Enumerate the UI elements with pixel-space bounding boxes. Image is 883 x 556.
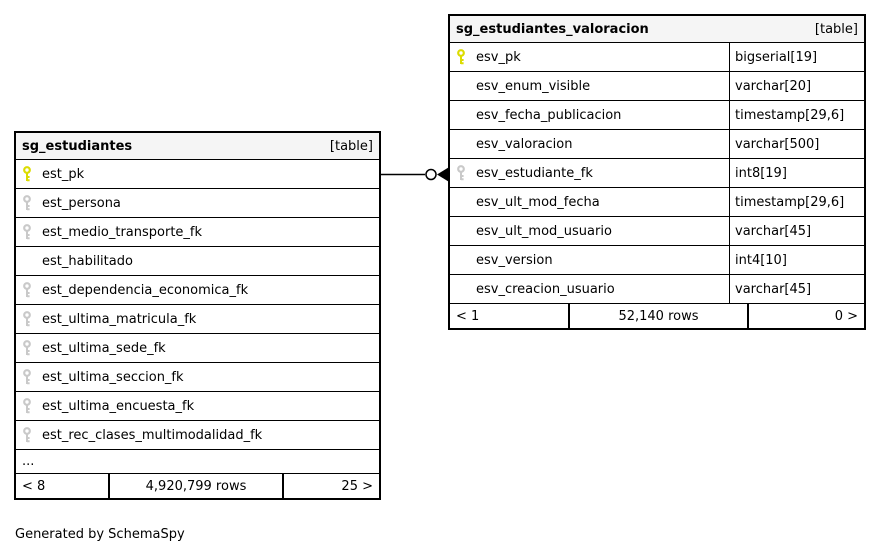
column-type: varchar[500] <box>729 130 864 158</box>
column-row[interactable]: esv_creacion_usuario varchar[45] <box>450 275 864 304</box>
column-type: bigserial[19] <box>729 43 864 71</box>
table-tag: [table] <box>814 21 858 37</box>
table-header[interactable]: sg_estudiantes_valoracion [table] <box>450 16 864 43</box>
foreign-key-icon <box>23 398 31 414</box>
column-row[interactable]: est_dependencia_economica_fk <box>16 276 379 305</box>
column-row[interactable]: est_ultima_sede_fk <box>16 334 379 363</box>
fk-relationship-connector <box>381 167 448 182</box>
foreign-key-icon <box>23 195 31 211</box>
column-row[interactable]: est_ultima_matricula_fk <box>16 305 379 334</box>
related-count-in: < 1 <box>456 308 480 324</box>
column-name: est_ultima_encuesta_fk <box>42 398 195 414</box>
column-row[interactable]: est_medio_transporte_fk <box>16 218 379 247</box>
column-row[interactable]: esv_fecha_publicacion timestamp[29,6] <box>450 101 864 130</box>
row-count: 4,920,799 rows <box>108 474 284 498</box>
table-sg-estudiantes-valoracion: sg_estudiantes_valoracion [table] esv_pk… <box>448 14 866 330</box>
foreign-key-icon <box>457 165 465 181</box>
column-name: est_dependencia_economica_fk <box>42 282 249 298</box>
column-name: esv_creacion_usuario <box>476 281 615 297</box>
foreign-key-icon <box>23 369 31 385</box>
column-row[interactable]: esv_pk bigserial[19] <box>450 43 864 72</box>
column-row[interactable]: est_rec_clases_multimodalidad_fk <box>16 421 379 450</box>
primary-key-icon <box>23 166 31 182</box>
column-name: esv_valoracion <box>476 136 573 152</box>
table-footer: < 1 52,140 rows 0 > <box>450 304 864 328</box>
column-type: varchar[45] <box>729 217 864 245</box>
zero-cardinality-icon <box>425 168 437 181</box>
row-count: 52,140 rows <box>568 304 749 328</box>
column-name: est_persona <box>42 195 121 211</box>
primary-key-icon <box>457 49 465 65</box>
column-name: est_ultima_matricula_fk <box>42 311 197 327</box>
column-type: int4[10] <box>729 246 864 274</box>
column-row[interactable]: esv_estudiante_fk int8[19] <box>450 159 864 188</box>
column-row[interactable]: est_persona <box>16 189 379 218</box>
column-name: est_ultima_seccion_fk <box>42 369 184 385</box>
column-name: est_medio_transporte_fk <box>42 224 203 240</box>
table-footer: < 8 4,920,799 rows 25 > <box>16 474 379 498</box>
column-row[interactable]: esv_ult_mod_usuario varchar[45] <box>450 217 864 246</box>
table-header[interactable]: sg_estudiantes [table] <box>16 133 379 160</box>
more-columns-ellipsis: ... <box>16 450 379 474</box>
foreign-key-icon <box>23 340 31 356</box>
related-count-out: 0 > <box>834 308 858 324</box>
column-name: esv_ult_mod_usuario <box>476 223 612 239</box>
column-name: esv_enum_visible <box>476 78 591 94</box>
column-row[interactable]: esv_valoracion varchar[500] <box>450 130 864 159</box>
column-name: est_rec_clases_multimodalidad_fk <box>42 427 263 443</box>
column-name: esv_ult_mod_fecha <box>476 194 600 210</box>
column-row[interactable]: est_ultima_seccion_fk <box>16 363 379 392</box>
table-title[interactable]: sg_estudiantes <box>22 138 133 154</box>
column-row[interactable]: esv_enum_visible varchar[20] <box>450 72 864 101</box>
column-name: esv_fecha_publicacion <box>476 107 622 123</box>
column-row[interactable]: est_habilitado <box>16 247 379 276</box>
column-type: int8[19] <box>729 159 864 187</box>
column-row[interactable]: est_pk <box>16 160 379 189</box>
column-name: est_ultima_sede_fk <box>42 340 166 356</box>
table-title[interactable]: sg_estudiantes_valoracion <box>456 21 649 37</box>
foreign-key-icon <box>23 427 31 443</box>
column-row[interactable]: esv_ult_mod_fecha timestamp[29,6] <box>450 188 864 217</box>
column-row[interactable]: esv_version int4[10] <box>450 246 864 275</box>
column-name: est_habilitado <box>42 253 133 269</box>
related-count-in: < 8 <box>22 478 46 494</box>
column-type: varchar[45] <box>729 275 864 303</box>
column-row[interactable]: est_ultima_encuesta_fk <box>16 392 379 421</box>
table-sg-estudiantes: sg_estudiantes [table] est_pk est_person… <box>14 131 381 500</box>
column-name: est_pk <box>42 166 85 182</box>
table-tag: [table] <box>329 138 373 154</box>
foreign-key-icon <box>23 282 31 298</box>
many-crowfoot-icon <box>437 167 448 182</box>
column-type: timestamp[29,6] <box>729 188 864 216</box>
foreign-key-icon <box>23 311 31 327</box>
column-name: esv_pk <box>476 49 521 65</box>
column-name: esv_version <box>476 252 553 268</box>
column-type: timestamp[29,6] <box>729 101 864 129</box>
column-name: esv_estudiante_fk <box>476 165 593 181</box>
generated-by-note: Generated by SchemaSpy <box>15 527 185 542</box>
related-count-out: 25 > <box>341 478 373 494</box>
column-type: varchar[20] <box>729 72 864 100</box>
foreign-key-icon <box>23 224 31 240</box>
